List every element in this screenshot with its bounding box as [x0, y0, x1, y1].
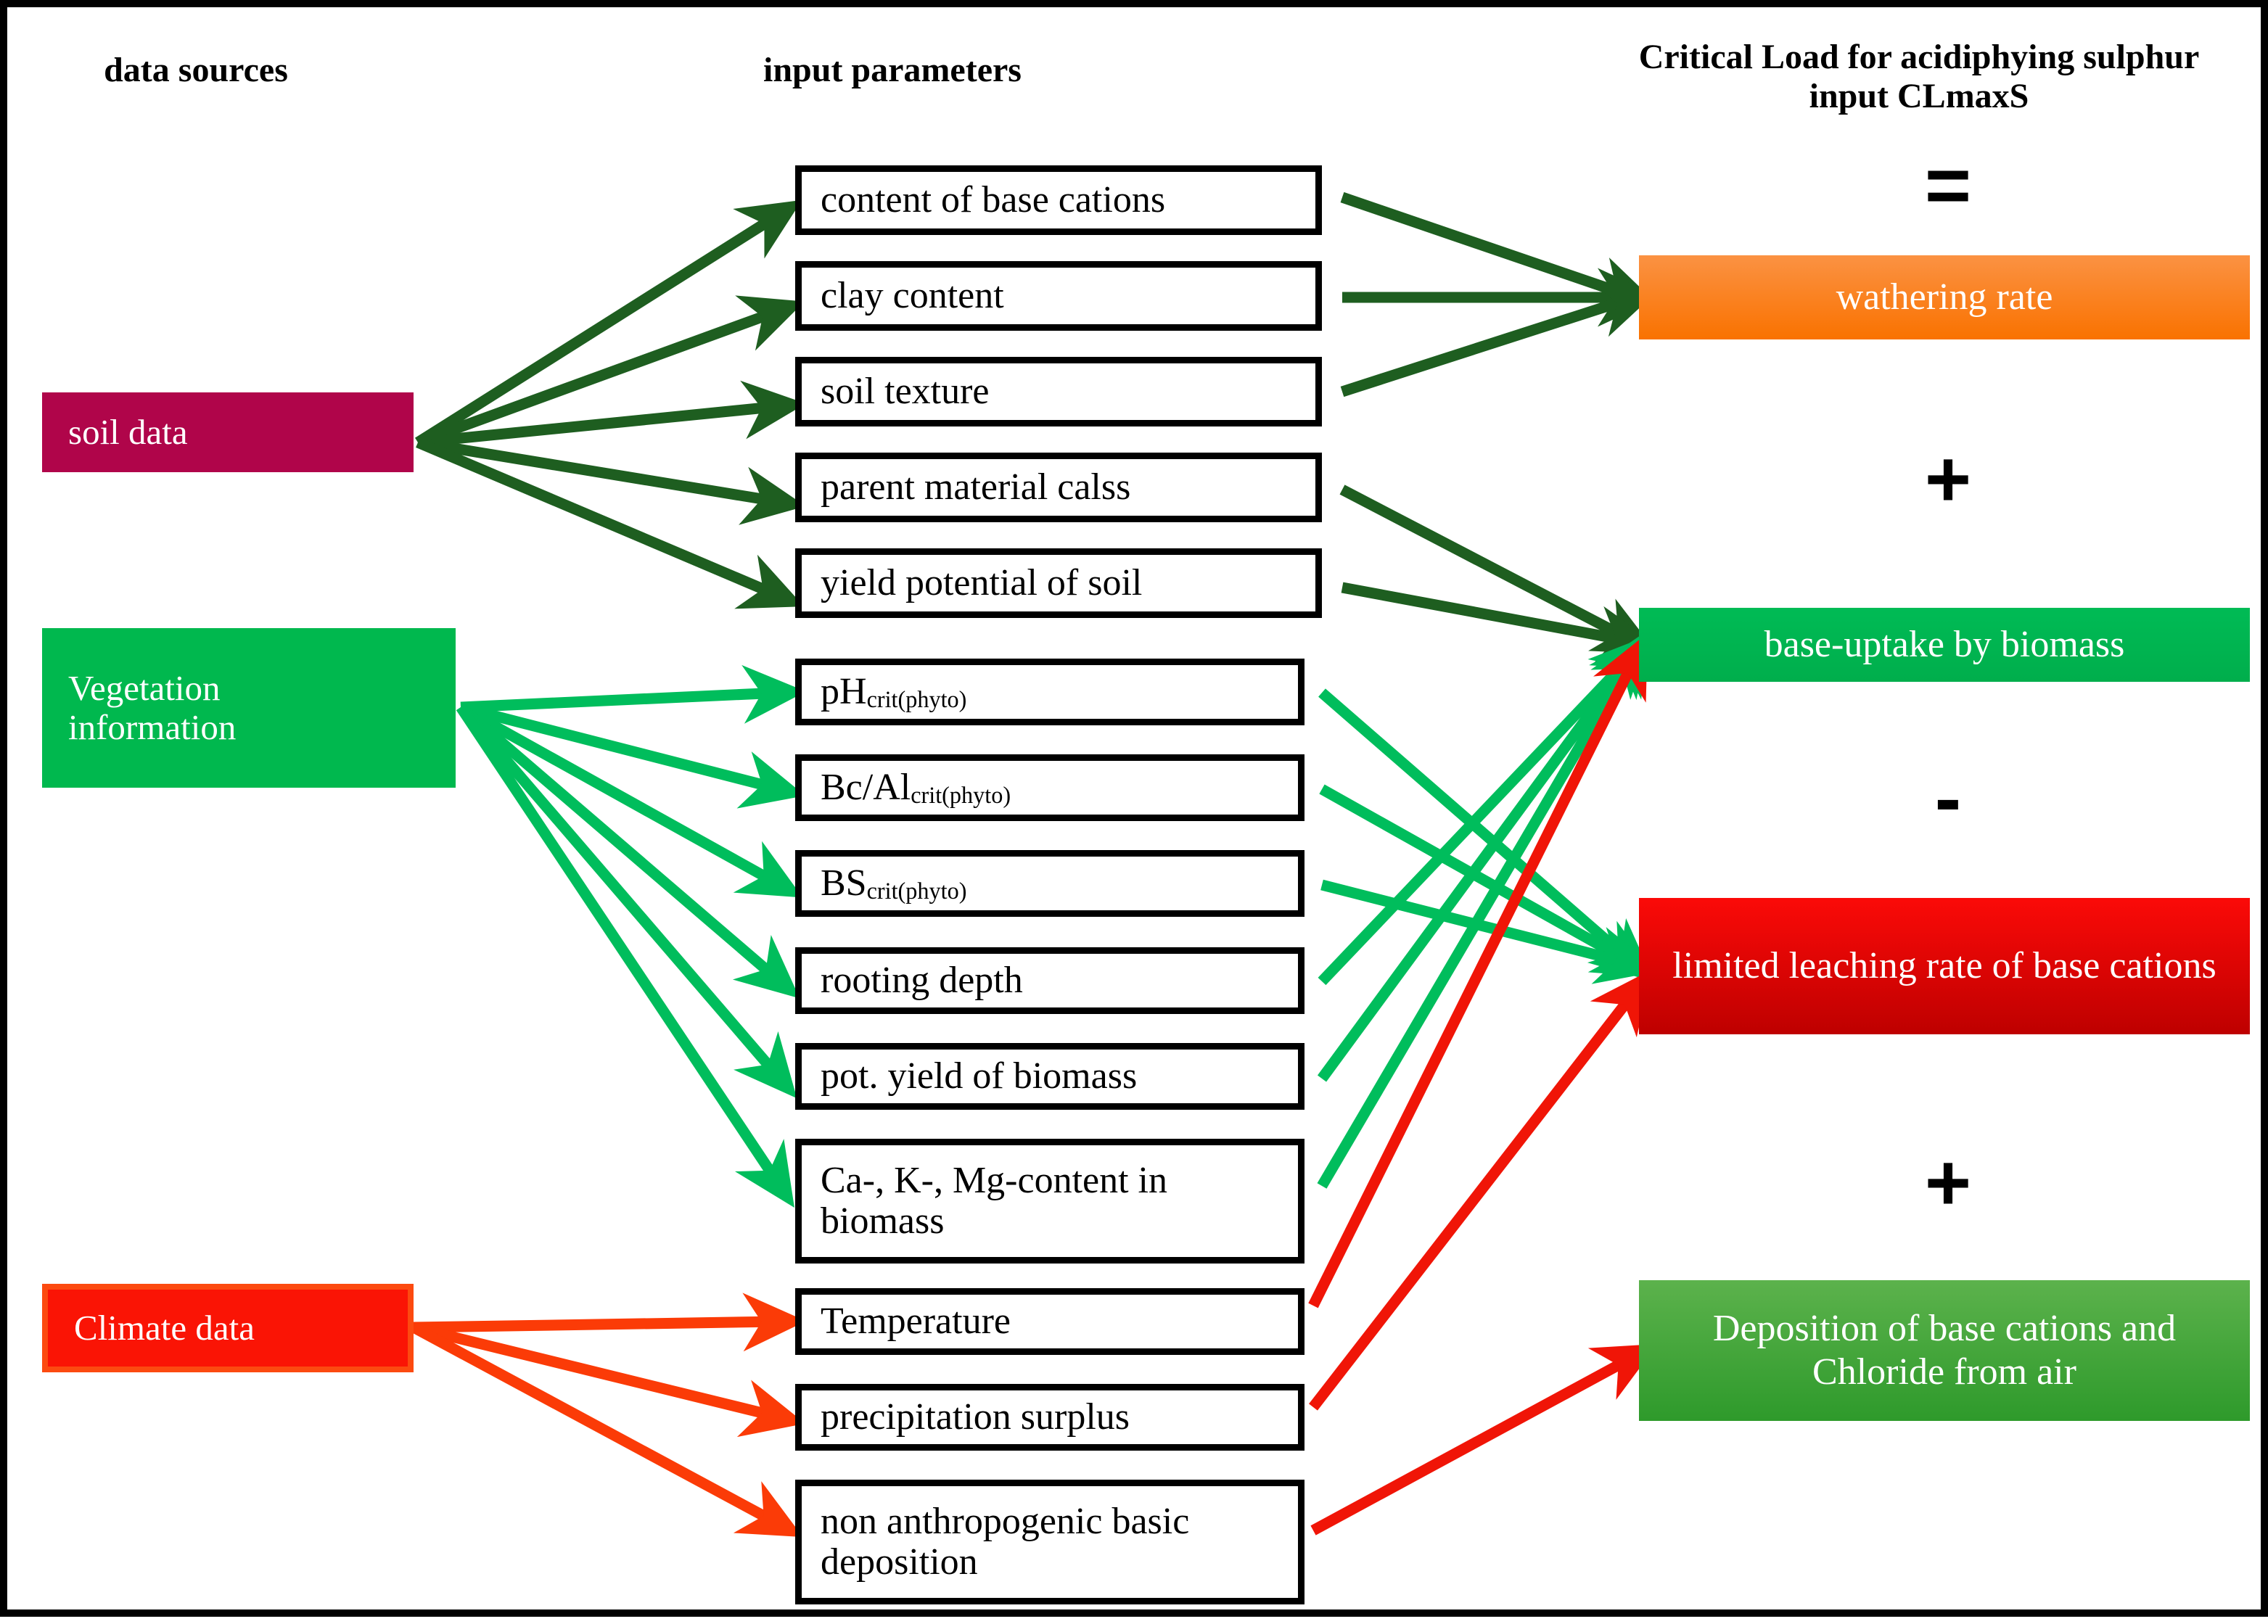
result-label: base-uptake by biomass — [1764, 624, 2125, 666]
param-label: yield potential of soil — [821, 561, 1143, 603]
result-box-weathering-rate[interactable]: wathering rate — [1639, 255, 2250, 339]
source-label: soil data — [68, 412, 188, 453]
result-box-deposition-base-cations-chloride[interactable]: Deposition of base cations and Chloride … — [1639, 1280, 2250, 1421]
result-box-limited-leaching-rate[interactable]: limited leaching rate of base cations — [1639, 898, 2250, 1034]
result-box-base-uptake-by-biomass[interactable]: base-uptake by biomass — [1639, 608, 2250, 682]
param-label: content of base cations — [821, 178, 1166, 220]
param-box-yield-potential-of-soil[interactable]: yield potential of soil — [795, 548, 1322, 618]
param-box-soil-texture[interactable]: soil texture — [795, 357, 1322, 426]
source-label: Vegetation information — [68, 668, 237, 747]
header-critical-load: Critical Load for acidiphying sulphur in… — [1638, 38, 2200, 115]
soil-to-uptake-arrows — [1339, 485, 1661, 664]
param-subscript: crit(phyto) — [866, 878, 967, 904]
param-label: Bc/Al — [821, 766, 911, 808]
source-box-vegetation-information[interactable]: Vegetation information — [42, 628, 456, 788]
param-label: precipitation surplus — [821, 1396, 1130, 1438]
header-input-parameters: input parameters — [763, 51, 1022, 89]
param-label: soil texture — [821, 370, 990, 412]
param-subscript: crit(phyto) — [911, 782, 1011, 809]
param-box-non-anthropogenic-basic-deposition[interactable]: non anthropogenic basic deposition — [795, 1480, 1304, 1604]
operator-plus-1: + — [1924, 434, 1972, 524]
param-label: clay content — [821, 274, 1004, 316]
param-label: pH — [821, 670, 867, 712]
arrow-layer — [411, 191, 1661, 1538]
operator-equals: = — [1924, 140, 1972, 230]
param-label: Temperature — [821, 1300, 1011, 1342]
param-box-content-of-base-cations[interactable]: content of base cations — [795, 165, 1322, 235]
operator-plus-2: + — [1924, 1137, 1972, 1227]
vegetation-fanout-arrows — [456, 664, 806, 1208]
source-box-climate-data[interactable]: Climate data — [42, 1284, 414, 1372]
param-box-precipitation-surplus[interactable]: precipitation surplus — [795, 1384, 1304, 1451]
result-label: Deposition of base cations and Chloride … — [1712, 1308, 2177, 1393]
soil-to-weathering-arrows — [1340, 191, 1661, 397]
vegetation-to-results-arrows — [1317, 630, 1660, 1189]
climate-to-results-arrows — [1308, 632, 1658, 1536]
param-box-temperature[interactable]: Temperature — [795, 1288, 1304, 1355]
param-box-ca-k-mg-content-in-biomass[interactable]: Ca-, K-, Mg-content in biomass — [795, 1139, 1304, 1264]
param-box-clay-content[interactable]: clay content — [795, 261, 1322, 331]
soil-fanout-arrows — [414, 199, 806, 609]
header-data-sources: data sources — [104, 51, 288, 89]
operator-minus: - — [1934, 753, 1962, 843]
param-label: non anthropogenic basic deposition — [821, 1500, 1190, 1583]
param-label: pot. yield of biomass — [821, 1055, 1138, 1097]
param-box-parent-material-class[interactable]: parent material calss — [795, 453, 1322, 522]
param-box-pot-yield-of-biomass[interactable]: pot. yield of biomass — [795, 1043, 1304, 1110]
param-label: BS — [821, 862, 867, 904]
param-label: parent material calss — [821, 466, 1131, 508]
climate-fanout-arrows — [411, 1293, 806, 1538]
param-label: Ca-, K-, Mg-content in biomass — [821, 1159, 1168, 1242]
result-label: wathering rate — [1836, 276, 2053, 318]
result-label: limited leaching rate of base cations — [1672, 945, 2216, 987]
param-subscript: crit(phyto) — [866, 686, 967, 713]
param-label: rooting depth — [821, 959, 1023, 1001]
param-box-rooting-depth[interactable]: rooting depth — [795, 947, 1304, 1014]
source-label: Climate data — [74, 1308, 255, 1348]
source-box-soil-data[interactable]: soil data — [42, 392, 414, 472]
